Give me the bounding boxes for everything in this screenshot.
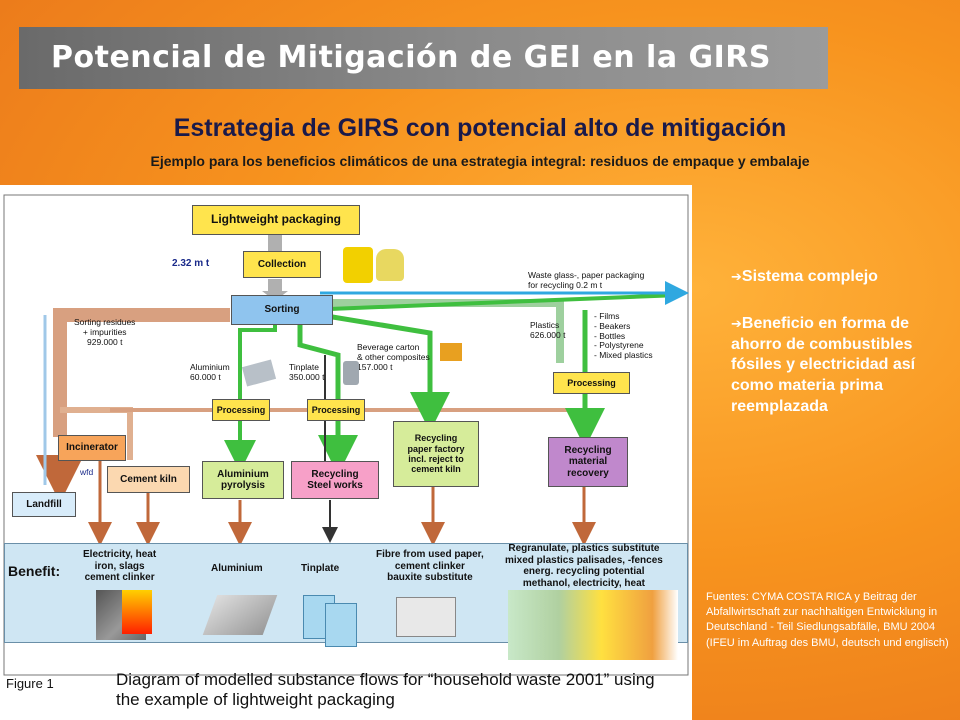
recycling-paper-box: Recycling paper factory incl. reject to … [393, 421, 479, 487]
slide-subtitle: Estrategia de GIRS con potencial alto de… [173, 114, 787, 142]
plastics-label: Plastics 626.000 t [530, 320, 566, 340]
beverage-carton-label: Beverage carton & other composites 157.0… [357, 342, 430, 372]
collection-amount: 2.32 m t [172, 258, 210, 269]
recycling-material-box: Recycling material recovery [548, 437, 628, 487]
figure-caption-line2: the example of lightweight packaging [116, 690, 395, 709]
sorting-box: Sorting [231, 295, 333, 325]
bullet-2-text: Beneficio en forma de ahorro de combusti… [731, 314, 916, 415]
bullet-1-text: Sistema complejo [741, 268, 878, 285]
waste-glass-note: Waste glass-, paper packaging for recycl… [528, 270, 645, 290]
lightweight-packaging-box: Lightweight packaging [192, 205, 360, 235]
arrow-right-icon: ➔ [731, 270, 742, 285]
benefit-regranulate: Regranulate, plastics substitute mixed p… [505, 543, 663, 589]
carton-icon [440, 343, 462, 361]
recycling-bin-icon [343, 247, 373, 283]
benefit-tinplate: Tinplate [301, 563, 340, 574]
title-bar: Potencial de Mitigación de GEI en la GIR… [19, 27, 828, 89]
aluminium-pyrolysis-box: Aluminium pyrolysis [202, 461, 284, 499]
benefit-fibre: Fibre from used paper, cement clinker ba… [376, 549, 484, 583]
tinplate-amount-label: Tinplate 350.000 t [289, 362, 325, 382]
landfill-box: Landfill [12, 492, 76, 517]
slide-subsubtitle: Ejemplo para los beneficios climáticos d… [150, 153, 810, 169]
aluminium-amount-label: Aluminium 60.000 t [190, 362, 230, 382]
incinerator-box: Incinerator [58, 435, 126, 461]
arrow-right-icon: ➔ [731, 316, 742, 332]
sources-note: Fuentes: CYMA COSTA RICA y Beitrag der A… [706, 591, 949, 649]
benefit-electricity: Electricity, heat iron, slags cement cli… [83, 549, 157, 583]
slide-title: Potencial de Mitigación de GEI en la GIR… [51, 40, 772, 75]
wfd-label: wfd [80, 467, 94, 477]
figure-label: Figure 1 [6, 676, 54, 691]
plastics-products-icon [508, 590, 678, 660]
flow-diagram: Lightweight packaging 2.32 m t Collectio… [0, 185, 692, 720]
fire-icon [122, 590, 152, 634]
plastics-list: - Films - Beakers - Bottles - Polystyren… [594, 311, 653, 361]
recycling-bag-icon [376, 249, 404, 281]
processing-box-1: Processing [212, 399, 270, 421]
benefit-aluminium: Aluminium [211, 563, 263, 574]
processing-box-2: Processing [307, 399, 365, 421]
bullet-2: ➔Beneficio en forma de ahorro de combust… [731, 314, 931, 418]
recycling-steel-box: Recycling Steel works [291, 461, 379, 499]
bullet-list: ➔Sistema complejo ➔Beneficio en forma de… [731, 267, 931, 444]
tin-can-icon [343, 361, 359, 385]
flow-arrows [3, 194, 689, 676]
tinplate-icon-2 [325, 603, 357, 647]
cement-kiln-box: Cement kiln [107, 466, 190, 493]
figure-caption-line1: Diagram of modelled substance flows for … [116, 670, 655, 689]
sorting-residues-label: Sorting residues + impurities 929.000 t [74, 317, 136, 347]
collection-box: Collection [243, 251, 321, 278]
processing-box-3: Processing [553, 372, 630, 394]
paper-stack-icon [396, 597, 456, 637]
benefit-label: Benefit: [8, 563, 61, 579]
bullet-1: ➔Sistema complejo [731, 267, 931, 288]
